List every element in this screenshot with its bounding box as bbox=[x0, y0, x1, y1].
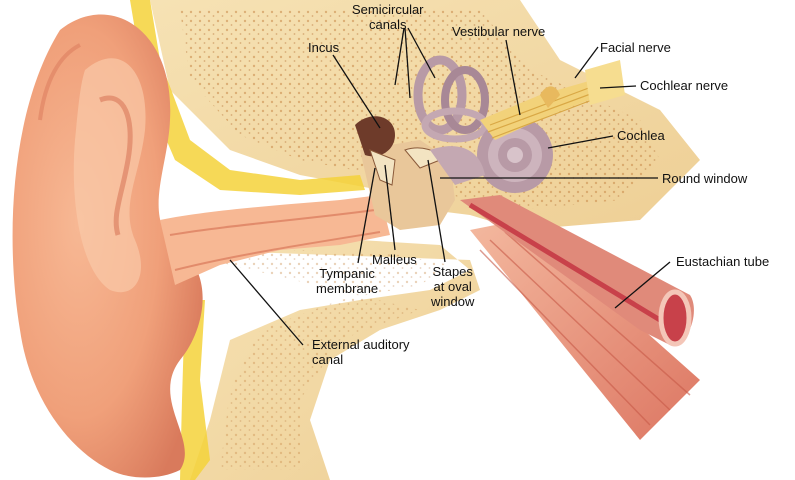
incus-bone bbox=[355, 116, 395, 157]
canal-2 bbox=[441, 66, 489, 134]
label-external-auditory-canal: External auditory canal bbox=[312, 337, 410, 367]
label-tympanic-membrane-line2: membrane bbox=[316, 281, 379, 296]
label-external-auditory-canal-line2: canal bbox=[312, 352, 344, 367]
label-stapes-line1: Stapes bbox=[432, 264, 473, 279]
label-semicircular-canals-line2: canals bbox=[368, 17, 407, 32]
label-incus: Incus bbox=[308, 40, 340, 55]
label-facial-nerve: Facial nerve bbox=[600, 40, 671, 55]
label-stapes-line3: window bbox=[431, 294, 475, 309]
label-cochlear-nerve: Cochlear nerve bbox=[640, 78, 729, 93]
malleus-bone bbox=[369, 149, 396, 186]
label-external-auditory-canal-line1: External auditory bbox=[312, 337, 410, 352]
cartilage-upper bbox=[130, 0, 365, 195]
label-stapes-line2: at oval bbox=[433, 279, 472, 294]
tube-opening bbox=[658, 289, 692, 347]
label-eustachian-tube: Eustachian tube bbox=[676, 254, 770, 269]
label-tympanic-membrane-line1: Tympanic bbox=[319, 266, 375, 281]
label-semicircular-canals-line1: Semicircular bbox=[352, 2, 424, 17]
ear-canal bbox=[160, 195, 390, 285]
label-malleus: Malleus bbox=[372, 252, 417, 267]
label-stapes-at-oval-window: Stapes at oval window bbox=[431, 264, 474, 309]
label-tympanic-membrane: Tympanic membrane bbox=[316, 266, 378, 296]
canal-1 bbox=[413, 55, 467, 135]
label-semicircular-canals: Semicircular canals bbox=[352, 2, 424, 32]
label-vestibular-nerve: Vestibular nerve bbox=[452, 24, 546, 39]
label-cochlea: Cochlea bbox=[617, 128, 665, 143]
leader-lines bbox=[229, 27, 671, 346]
label-round-window: Round window bbox=[662, 171, 748, 186]
